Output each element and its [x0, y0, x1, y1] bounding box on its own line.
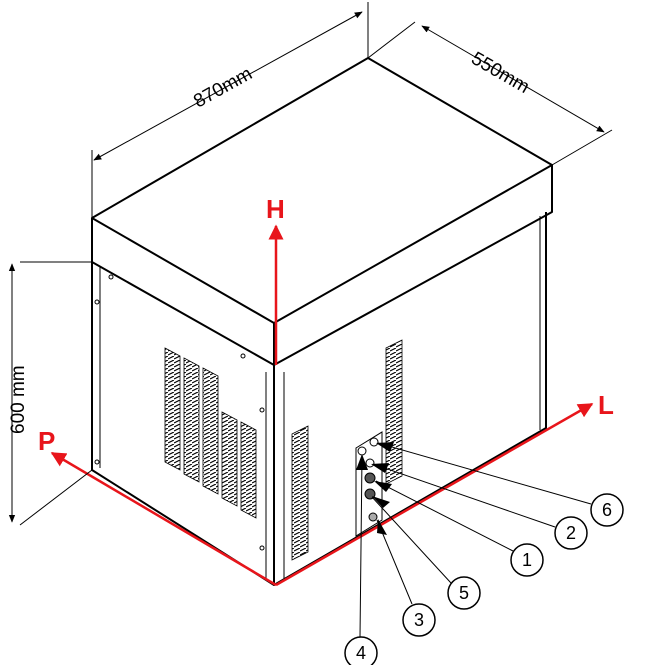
dimension-length: 870mm — [190, 63, 256, 112]
callout-6: 6 — [602, 500, 612, 520]
ventilation-grilles — [164, 339, 403, 561]
callouts: 1 2 3 4 5 6 — [344, 442, 624, 665]
dimension-height: 600 mm — [8, 365, 29, 434]
callout-3: 3 — [414, 610, 424, 630]
callout-4: 4 — [356, 643, 366, 663]
axis-lines: H L P — [38, 194, 614, 587]
connection-panel — [355, 431, 383, 537]
dimension-depth: 550mm — [468, 48, 533, 98]
axis-label-h: H — [266, 194, 285, 224]
callout-1: 1 — [522, 550, 532, 570]
axis-label-l: L — [598, 390, 614, 420]
dimension-lines: 870mm 550mm 600 mm — [8, 2, 613, 526]
callout-5: 5 — [459, 583, 469, 603]
axis-label-p: P — [38, 426, 55, 456]
machine-body — [91, 57, 553, 586]
callout-2: 2 — [566, 523, 576, 543]
